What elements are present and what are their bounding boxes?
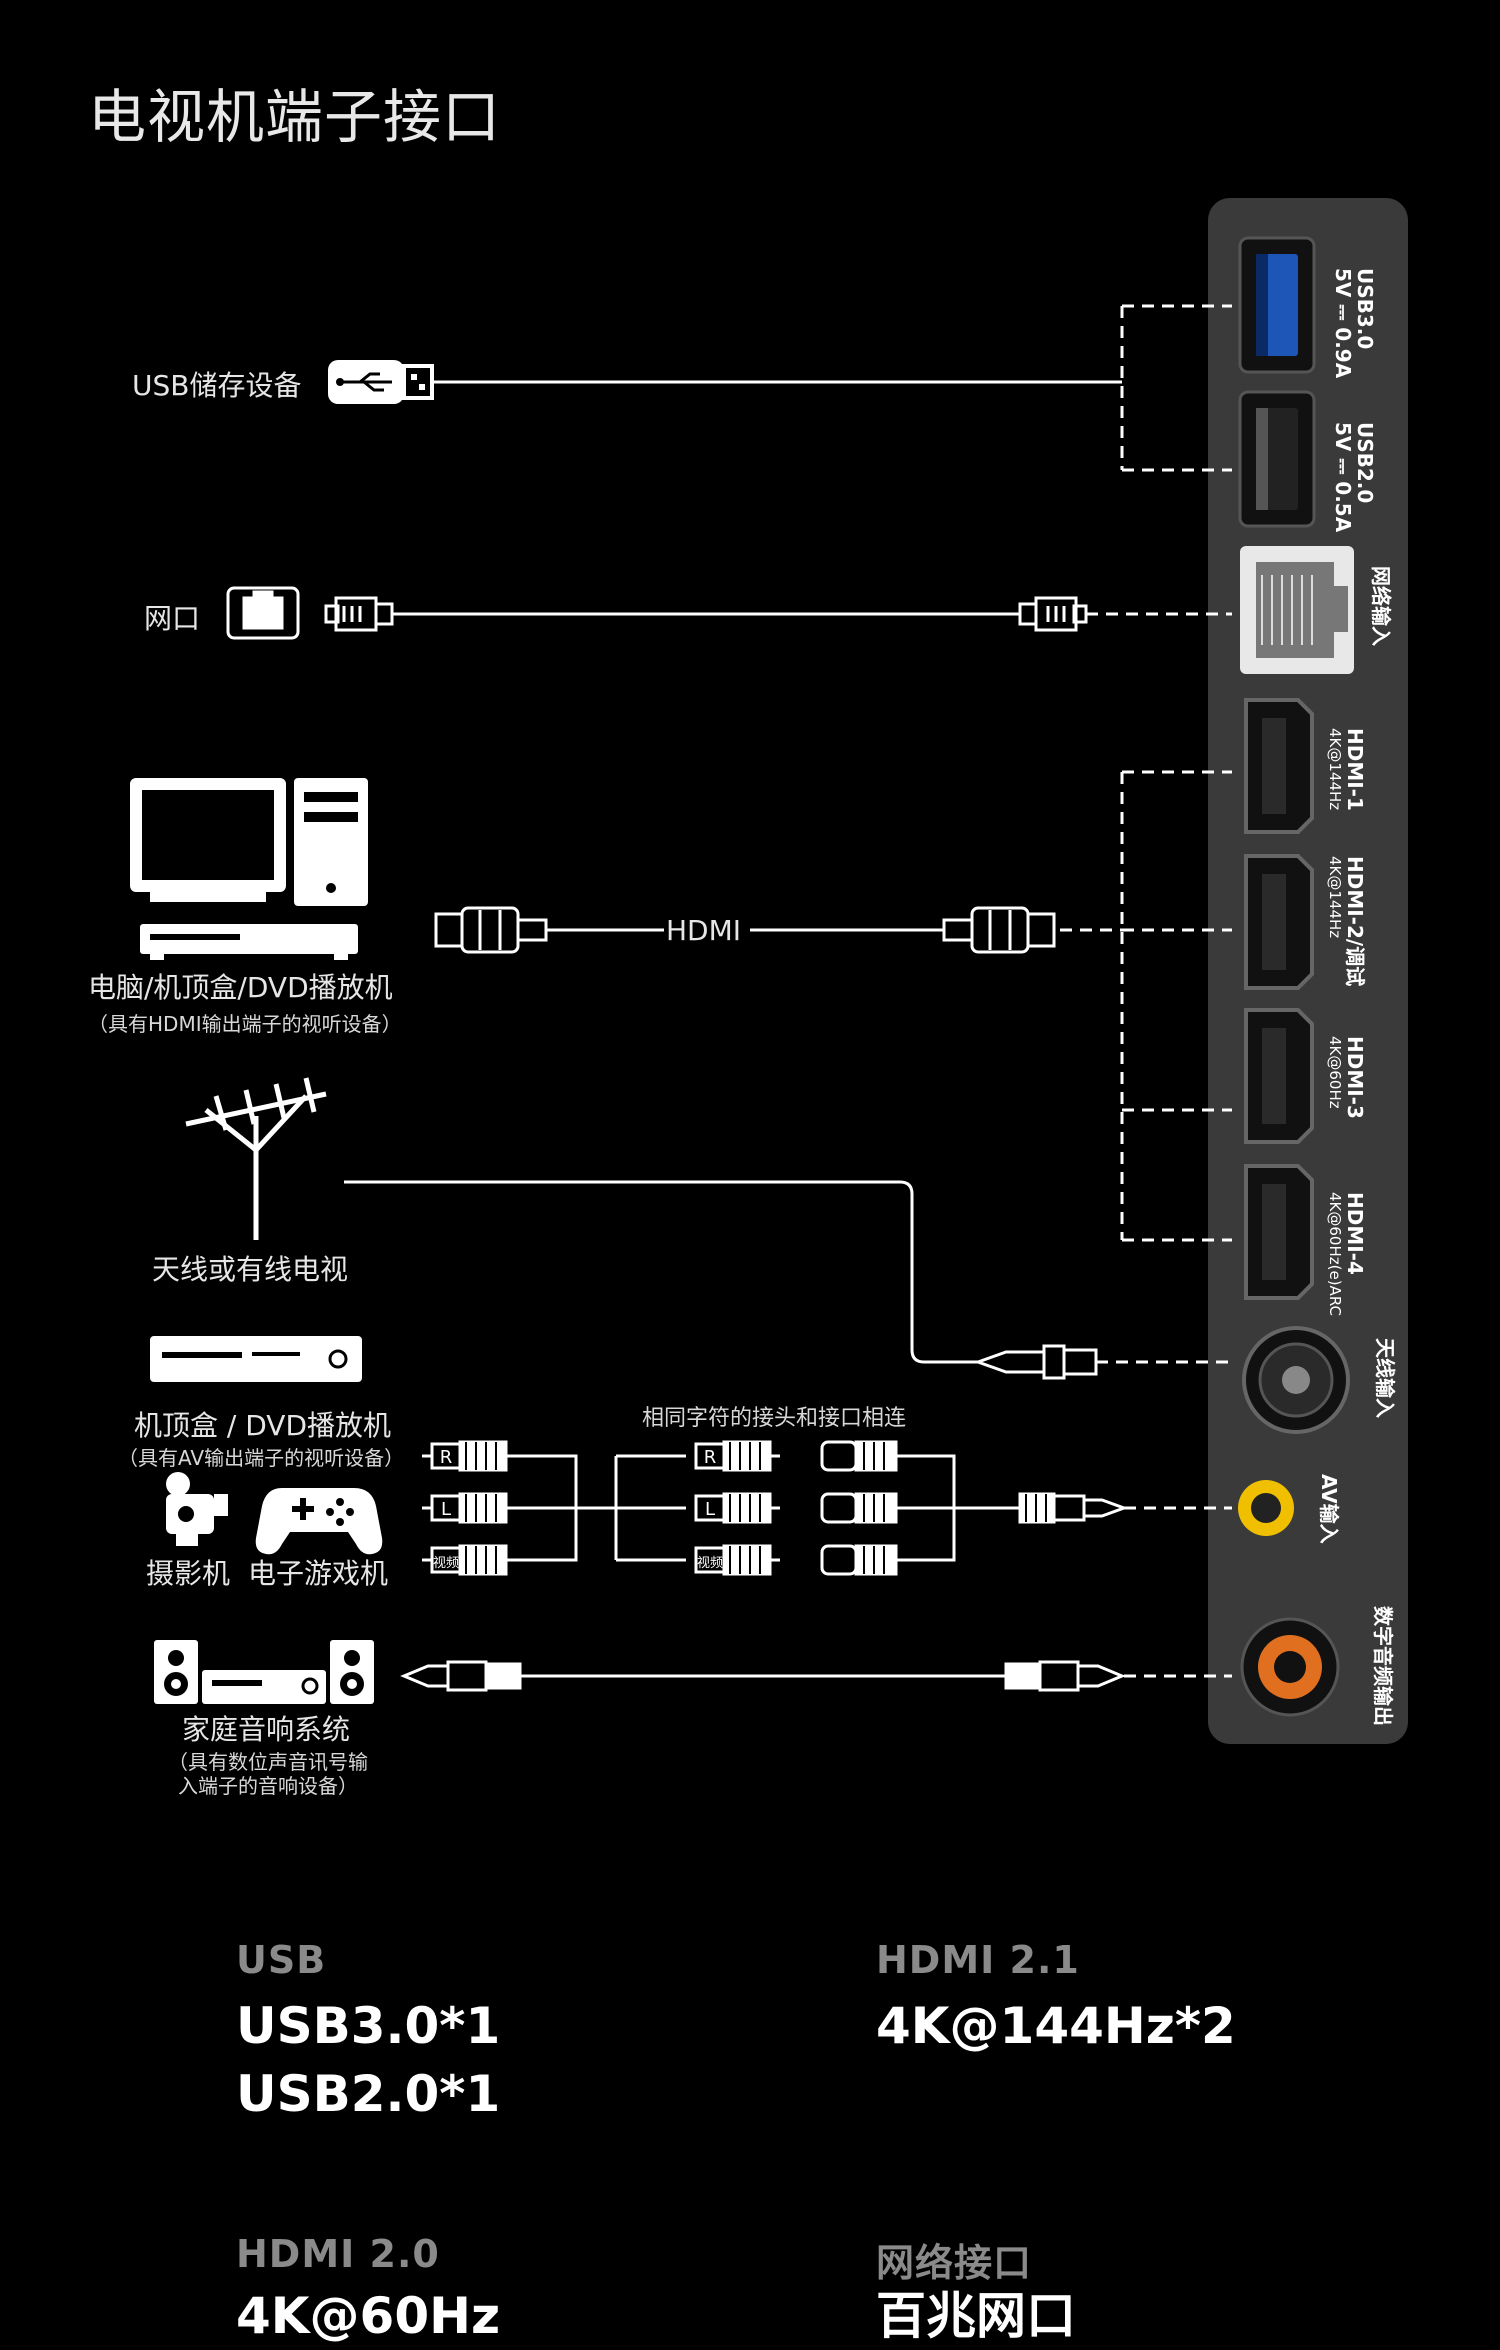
spec-heading-network: 网络接口 [876, 2241, 1033, 2285]
pc-device-note: （具有HDMI输出端子的视听设备） [88, 1012, 402, 1036]
av-plug-left-text-1: L [441, 1499, 451, 1520]
av-plug-left-text-0: R [440, 1447, 453, 1468]
av-plug-mid-text-1: L [705, 1499, 715, 1520]
audio-device-note-2: 入端子的音响设备） [178, 1774, 358, 1798]
spec-heading-usb: USB [236, 1938, 327, 1982]
av-socket-1 [820, 1492, 898, 1524]
stb-device-label: 机顶盒 / DVD播放机 [134, 1409, 392, 1442]
connection-diagram: R L 视频 R L 视频 [130, 198, 1408, 1744]
lan-label: 网口 [144, 602, 201, 635]
hdmi2-port [1244, 854, 1314, 990]
audio-device-note-1: （具有数位声音讯号输 [168, 1750, 368, 1774]
optical-plug-right [1004, 1660, 1126, 1692]
spec-value-hdmi20: 4K@60Hz [236, 2287, 501, 2345]
av-plug-mid-1 [694, 1492, 780, 1524]
spec-value-network: 百兆网口 [876, 2287, 1076, 2345]
port-label-lan: 网络输入 [1369, 566, 1393, 646]
hdmi1-port [1244, 698, 1314, 834]
usb-cable [420, 304, 1232, 472]
lan-plug-right [1018, 596, 1088, 632]
spec-value-hdmi21: 4K@144Hz*2 [876, 1997, 1236, 2055]
av-socket-2 [820, 1544, 898, 1576]
port-label-av: AV输入 [1317, 1474, 1341, 1544]
spec-value-usb-2: USB2.0*1 [236, 2065, 501, 2123]
optical-plug-left [400, 1660, 522, 1692]
av-in-port [1238, 1480, 1294, 1536]
spec-value-usb-1: USB3.0*1 [236, 1997, 501, 2055]
speaker-left-icon [154, 1640, 198, 1704]
av-mid-right-bracket [896, 1454, 956, 1562]
gamepad-label: 电子游戏机 [248, 1557, 389, 1590]
spec-heading-hdmi20: HDMI 2.0 [236, 2232, 440, 2276]
usb-plug-icon [328, 360, 434, 404]
hdmi-plug-right [942, 906, 1056, 954]
av-plug-mid-0 [694, 1440, 780, 1472]
camcorder-icon [166, 1472, 228, 1546]
av-plug-mid-text-2: 视频 [697, 1556, 723, 1571]
optical-audio-port [1240, 1617, 1340, 1717]
av-plug-left-1 [422, 1492, 508, 1524]
antenna-label: 天线或有线电视 [152, 1253, 349, 1286]
hdmi-cable [546, 770, 1232, 1242]
amplifier-icon [202, 1670, 326, 1704]
hdmi4-port [1244, 1164, 1314, 1300]
antenna-cable [344, 1180, 1232, 1364]
av-plug-left-0 [422, 1440, 508, 1472]
lan-socket-icon [226, 586, 300, 640]
av-mid-left-bracket [614, 1454, 686, 1562]
stb-device-note: （具有AV输出端子的视听设备） [118, 1446, 405, 1470]
audio-device-label: 家庭音响系统 [182, 1713, 351, 1746]
antenna-icon [185, 1077, 327, 1240]
usb-device-label: USB储存设备 [132, 369, 302, 402]
hdmi3-port [1244, 1008, 1314, 1144]
av-cable-group: R L 视频 R L 视频 [422, 1440, 1232, 1576]
hdmi-plug-left [434, 906, 548, 954]
port-label-antenna: 天线输入 [1373, 1338, 1397, 1418]
port-label-optical: 数字音频输出 [1371, 1606, 1395, 1726]
lan-port [1240, 546, 1354, 674]
camcorder-label: 摄影机 [146, 1557, 231, 1590]
av-plug-mid-2 [694, 1544, 780, 1576]
dvd-player-icon [150, 1336, 362, 1382]
av-left-bracket [506, 1454, 578, 1562]
antenna-port [1242, 1326, 1350, 1434]
usb2-port [1238, 390, 1316, 528]
computer-icon [130, 778, 368, 960]
av-plug-mid-text-0: R [704, 1447, 717, 1468]
usb3-port [1238, 236, 1316, 374]
av-socket-0 [820, 1440, 898, 1472]
spec-heading-hdmi21: HDMI 2.1 [876, 1938, 1080, 1982]
antenna-plug [973, 1344, 1098, 1380]
speaker-right-icon [330, 1640, 374, 1704]
page-title: 电视机端子接口 [88, 83, 502, 151]
lan-plug-left [324, 596, 394, 632]
av-plug-right [1018, 1492, 1129, 1524]
av-hint-label: 相同字符的接头和接口相连 [642, 1406, 907, 1431]
av-plug-left-text-2: 视频 [433, 1556, 459, 1571]
pc-device-label: 电脑/机顶盒/DVD播放机 [88, 971, 393, 1004]
gamepad-icon [255, 1488, 383, 1555]
hdmi-cable-label: HDMI [666, 914, 742, 947]
av-plug-left-2 [422, 1544, 508, 1576]
